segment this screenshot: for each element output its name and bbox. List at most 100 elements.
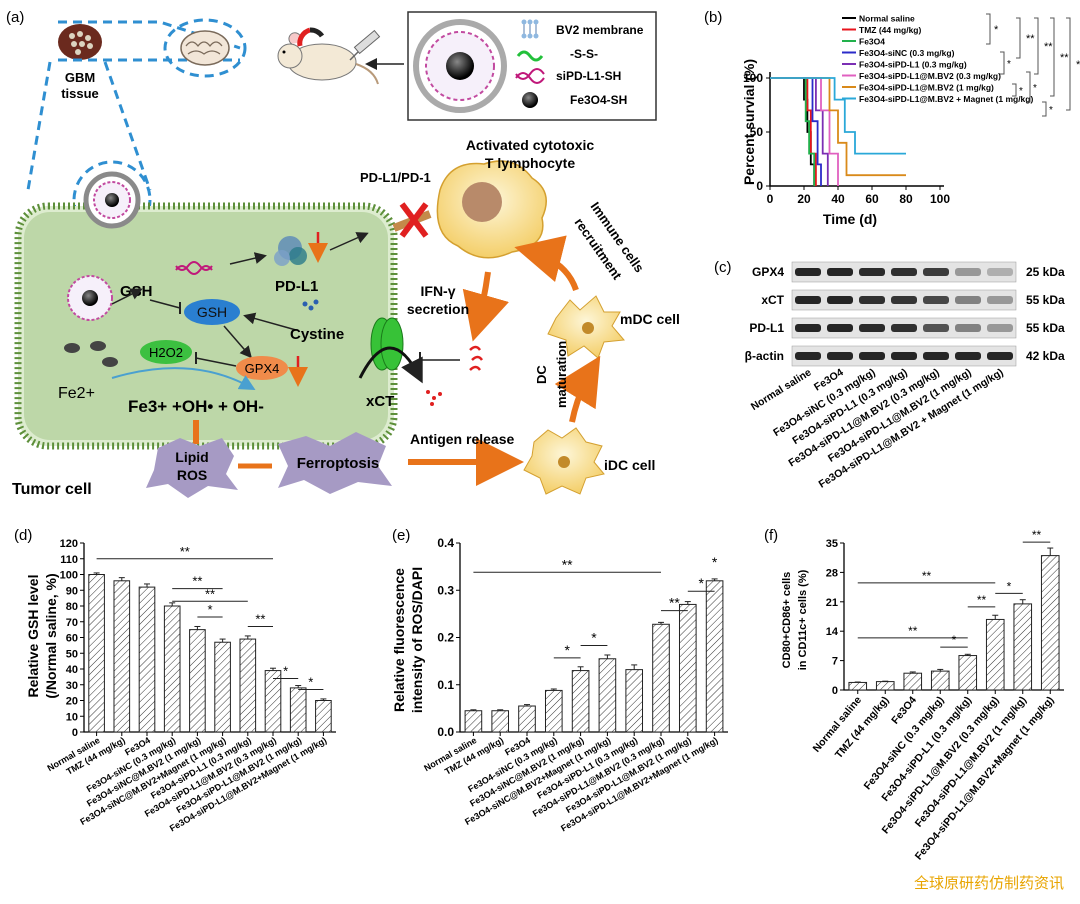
c-band [923, 268, 949, 276]
b-sig-star: ** [1026, 33, 1035, 45]
c-band [827, 352, 853, 360]
legend-bv2-membrane: BV2 membrane [556, 23, 644, 37]
bar [705, 580, 724, 733]
lipid-ros-1: Lipid [175, 449, 208, 465]
sig-star: * [1007, 579, 1012, 593]
gpx4-label: GPX4 [245, 361, 280, 376]
bar-ytick-label: 30 [66, 680, 78, 692]
sig-star: * [591, 630, 597, 646]
c-lane-label: Normal saline [749, 366, 814, 413]
bar-ytick-label: 60 [66, 633, 78, 645]
b-legend-entry: Fe3O4-siPD-L1 (0.3 mg/kg) [859, 60, 967, 70]
nanoparticle-large-icon [413, 19, 507, 113]
cystine-dots-icon [302, 299, 319, 311]
sig-star: ** [669, 595, 680, 611]
c-kda-label: 25 kDa [1026, 265, 1065, 279]
sig-star: * [952, 633, 957, 647]
b-significance-brackets: ************* [986, 13, 1080, 117]
b-xtick-label: 40 [831, 192, 845, 206]
idc-label: iDC cell [604, 457, 655, 473]
sig-star: * [207, 602, 212, 617]
bar [289, 687, 307, 733]
lipid-ros-2: ROS [177, 467, 207, 483]
b-xlabel: Time (d) [823, 211, 877, 227]
pdl1-pd1-label: PD-L1/PD-1 [360, 170, 431, 185]
bar [189, 629, 206, 733]
bar-ytick-label: 70 [66, 617, 78, 629]
ifn-label-1: IFN-γ [421, 283, 456, 299]
panel-f-label: (f) [764, 527, 778, 544]
c-band [891, 324, 917, 332]
bar [1013, 603, 1033, 691]
bar-ytick-label: 90 [66, 585, 78, 597]
xct-label: xCT [366, 393, 394, 410]
c-band [987, 352, 1013, 360]
b-xtick-label: 0 [767, 192, 774, 206]
b-ytick-label: 100 [743, 71, 763, 85]
bar [930, 670, 950, 691]
bar [678, 603, 697, 733]
c-band [891, 352, 917, 360]
b-sig-bracket [1034, 17, 1039, 75]
panel-e-ros-chart: (e) Relative fluorescence intensity of R… [391, 527, 728, 834]
c-band [795, 324, 821, 332]
nanoparticle-cytosol-icon [67, 275, 113, 321]
legend-ss: -S-S- [570, 47, 598, 61]
bar-ytick-label: 21 [826, 597, 838, 609]
bar-ytick-label: 0 [832, 685, 838, 697]
bar [958, 655, 978, 691]
gsh-ellipse [184, 299, 240, 325]
sig-star: * [283, 663, 288, 678]
c-band [923, 324, 949, 332]
c-band [827, 296, 853, 304]
legend-fe3o4: Fe3O4-SH [570, 93, 627, 107]
sig-star: ** [255, 611, 265, 626]
c-band [955, 352, 981, 360]
bar-ytick-label: 40 [66, 664, 78, 676]
b-series-line [770, 77, 906, 155]
gpx4-ellipse [236, 356, 288, 380]
b-sig-star: * [994, 24, 999, 36]
mdc-cell-icon [547, 295, 626, 359]
panel-d-label: (d) [14, 527, 32, 544]
c-band [891, 268, 917, 276]
bar-ytick-label: 50 [66, 648, 78, 660]
fenton-reaction: Fe3+ +OH• + OH- [128, 397, 264, 416]
dc-maturation-2: maturation [554, 341, 569, 408]
c-row-label: PD-L1 [749, 321, 784, 335]
panel-b-label: (b) [704, 9, 722, 26]
ifn-molecules-icon [469, 345, 484, 371]
c-band [795, 268, 821, 276]
idc-cell-icon [523, 427, 605, 495]
sig-star: ** [1032, 528, 1042, 542]
b-sig-bracket [1016, 17, 1021, 59]
bar-ytick-label: 0.4 [437, 536, 454, 550]
antigen-release-label: Antigen release [410, 431, 514, 447]
bar [848, 681, 868, 691]
e-ylabel-2: intensity of ROS/DAPI [409, 567, 425, 713]
f-ylabel-2: in CD11c+ cells (%) [797, 569, 809, 670]
bar [163, 605, 181, 733]
sirna-released-icon [175, 261, 213, 275]
b-series-line [770, 77, 829, 186]
c-band [795, 296, 821, 304]
h2o2-ellipse [140, 340, 192, 364]
b-legend-entry: Fe3O4-siPD-L1@M.BV2 (0.3 mg/kg) [859, 71, 1001, 81]
sig-star: ** [977, 593, 987, 607]
arrow-maturation [554, 355, 601, 423]
legend-ss-icon [516, 50, 544, 62]
legend-sipdl1: siPD-L1-SH [556, 69, 621, 83]
h2o2-label: H2O2 [149, 345, 183, 360]
c-band [827, 268, 853, 276]
legend-sirna-icon [515, 68, 545, 84]
b-sig-bracket [1042, 101, 1047, 117]
bar [491, 710, 510, 733]
fe2-label: Fe2+ [58, 385, 95, 402]
bar-ytick-label: 0 [72, 727, 78, 739]
b-sig-star: ** [1076, 59, 1080, 71]
bar-ytick-label: 7 [832, 656, 838, 668]
gbm-tissue-label-2: tissue [61, 86, 99, 101]
